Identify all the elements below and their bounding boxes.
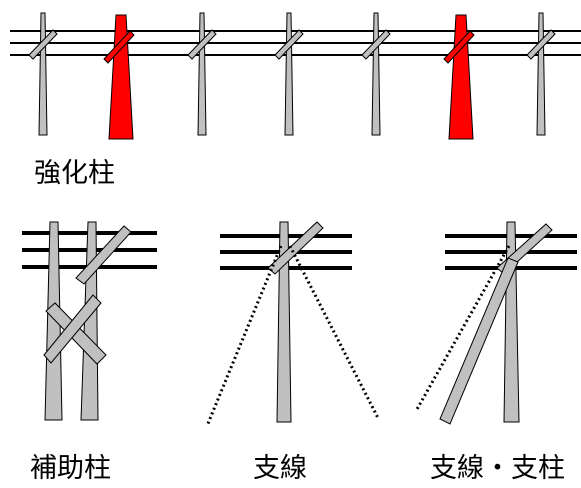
- label-reinforced-pole: 強化柱: [34, 158, 115, 189]
- strut: [439, 257, 519, 425]
- standard-pole: [361, 12, 391, 136]
- guy-wire-strut-figure: [414, 221, 577, 425]
- standard-pole: [274, 12, 304, 136]
- wire-set-top: [10, 30, 581, 56]
- cross-brace: [43, 294, 107, 365]
- auxiliary-pole-figure: [22, 221, 157, 421]
- crossarm: [75, 225, 132, 285]
- crossarm: [267, 221, 324, 275]
- guy-wire-right: [288, 245, 380, 419]
- reinforced-pole: [443, 14, 475, 140]
- label-guy-wire: 支線: [253, 453, 307, 484]
- guy-wire-figure: [205, 221, 380, 427]
- overhead-line-section: [10, 12, 581, 140]
- standard-pole: [28, 12, 58, 136]
- label-auxiliary-pole: 補助柱: [30, 453, 111, 484]
- guy-wire: [414, 245, 511, 412]
- main-pole: [276, 221, 292, 423]
- guy-wire-left: [205, 245, 283, 427]
- reinforced-pole: [103, 14, 135, 140]
- label-guy-wire-and-strut: 支線・支柱: [430, 453, 565, 484]
- standard-pole: [526, 12, 556, 136]
- standard-pole: [187, 12, 217, 136]
